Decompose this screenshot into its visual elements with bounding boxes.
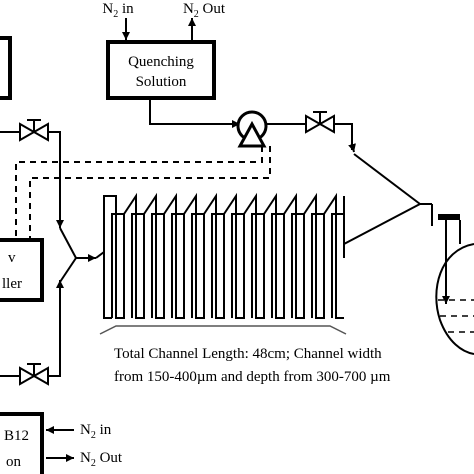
lower-feed-line bbox=[48, 282, 61, 377]
control-line-1 bbox=[15, 146, 263, 240]
mixing-junction bbox=[59, 227, 78, 283]
quenching-solution-box: Quenching Solution bbox=[106, 40, 216, 100]
b12-box: B12 on bbox=[0, 412, 44, 474]
b12-label-line1: B12 bbox=[4, 428, 29, 444]
valve-icon-quench bbox=[305, 111, 335, 134]
pump-icon bbox=[236, 110, 268, 148]
serpentine-channel bbox=[103, 192, 345, 319]
flow-controller-box: v ller bbox=[0, 238, 44, 302]
controller-label-line2: ller bbox=[2, 276, 22, 292]
b12-n2-out: N2 Out bbox=[46, 450, 123, 469]
channel-note-line1: Total Channel Length: 48cm; Channel widt… bbox=[114, 346, 382, 362]
svg-text:N2 in: N2 in bbox=[80, 422, 112, 441]
left-top-box bbox=[0, 36, 12, 100]
quenching-label-line2: Solution bbox=[136, 74, 187, 90]
controller-label-line1: v bbox=[8, 250, 16, 266]
svg-text:N2 in: N2 in bbox=[102, 1, 134, 20]
channel-segment bbox=[103, 192, 344, 319]
channel-outlet-line bbox=[343, 203, 432, 258]
b12-n2-in: N2 in bbox=[46, 422, 112, 441]
upper-feed-line bbox=[48, 131, 61, 226]
quench-n2-in: N2 in bbox=[102, 1, 134, 40]
quench-outlet-line bbox=[149, 100, 236, 125]
b12-label-line2: on bbox=[6, 454, 22, 470]
valve-icon-lower-left bbox=[19, 363, 49, 386]
quench-to-outlet-line bbox=[353, 153, 421, 205]
quenching-label-line1: Quenching bbox=[128, 54, 194, 70]
valve-icon-upper-left bbox=[19, 119, 49, 142]
svg-text:N2 Out: N2 Out bbox=[80, 450, 123, 469]
channel-segment bbox=[103, 258, 112, 319]
channel-segment bbox=[111, 213, 344, 318]
svg-text:N2 Out: N2 Out bbox=[183, 1, 226, 20]
control-line-2 bbox=[29, 146, 271, 240]
channel-note-line2: from 150-400µm and depth from 300-700 µm bbox=[114, 369, 391, 385]
collection-vessel bbox=[431, 204, 474, 355]
quench-n2-out: N2 Out bbox=[183, 1, 226, 40]
channel-span-bracket bbox=[99, 325, 347, 335]
